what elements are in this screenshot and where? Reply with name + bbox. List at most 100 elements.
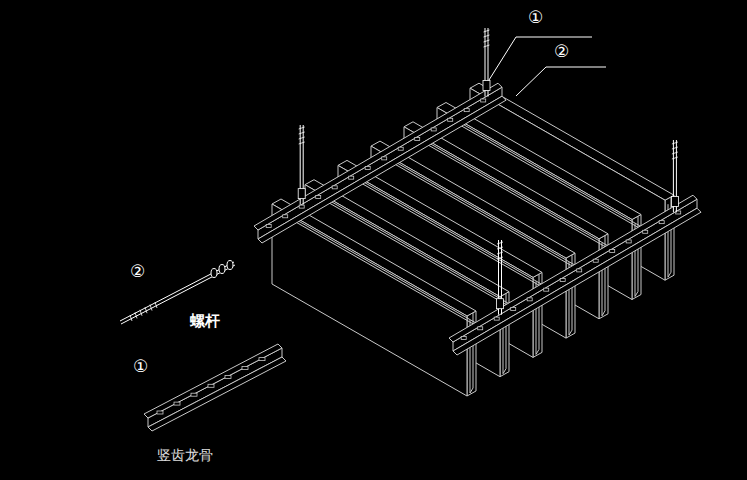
carrier-slot xyxy=(332,186,337,189)
carrier-slot xyxy=(511,307,516,310)
carrier-slot xyxy=(242,367,248,370)
carrier-lip xyxy=(258,96,506,243)
carrier-slot xyxy=(464,109,469,112)
hanger-thread xyxy=(484,30,490,32)
carrier-web xyxy=(258,87,502,239)
thread-mark xyxy=(135,312,137,318)
carrier-slot xyxy=(299,205,304,208)
hanger-thread xyxy=(497,242,503,244)
hanger-thread xyxy=(672,147,678,149)
carrier-slot xyxy=(610,250,615,253)
part-name: 螺杆 xyxy=(190,313,220,330)
screw-rod xyxy=(289,215,484,327)
carrier-web xyxy=(453,199,697,351)
carrier-flange xyxy=(254,83,502,230)
blade-channel-line xyxy=(668,272,671,277)
hanger-clip xyxy=(298,189,305,199)
leader-line xyxy=(546,67,606,68)
carrier-slot xyxy=(659,221,664,224)
blade-channel-line xyxy=(470,388,473,393)
blade-channel-line xyxy=(635,292,638,297)
hanger-rod xyxy=(483,28,490,97)
screw-rod xyxy=(388,157,583,269)
hanger-thread xyxy=(484,35,490,37)
carrier-slot xyxy=(157,411,163,414)
hanger-thread xyxy=(484,40,490,42)
carrier-flange xyxy=(449,195,697,342)
screw-rod xyxy=(322,196,517,308)
carrier-slot xyxy=(643,230,648,233)
carrier-slot xyxy=(494,317,499,320)
thread-mark xyxy=(140,310,142,316)
carrier-slot xyxy=(316,195,321,198)
carrier-slot xyxy=(461,336,466,339)
carrier-lip xyxy=(453,208,701,355)
hanger-thread xyxy=(497,257,503,259)
blade-face xyxy=(272,204,467,396)
hanger-rod xyxy=(671,140,678,212)
screw-rod xyxy=(421,141,616,253)
screw-rod xyxy=(454,121,649,233)
hanger-clip xyxy=(483,81,490,91)
carrier-slot xyxy=(431,128,436,131)
carrier-slot xyxy=(560,279,565,282)
carrier-detail-web xyxy=(148,348,282,427)
hanger-thread xyxy=(484,45,490,47)
carrier-slot xyxy=(349,176,354,179)
callout-number: ② xyxy=(130,262,145,281)
thread-mark xyxy=(145,307,147,313)
carrier-slot xyxy=(283,215,288,218)
hanger-thread xyxy=(497,247,503,249)
hanger-thread xyxy=(672,152,678,154)
leader-line xyxy=(489,37,516,80)
hanger-thread xyxy=(672,142,678,144)
carrier-slot xyxy=(365,167,370,170)
nut-symbol xyxy=(211,269,217,278)
nut-symbol xyxy=(219,265,225,274)
hanger-clip xyxy=(671,196,678,206)
screw-rod xyxy=(421,138,616,250)
carrier-slot xyxy=(382,157,387,160)
carrier-slot xyxy=(527,298,532,301)
carrier-slot xyxy=(225,375,231,378)
carrier-slot xyxy=(577,269,582,272)
screw-rod xyxy=(388,160,583,272)
tooth-carrier-detail xyxy=(144,344,286,431)
screw-rod xyxy=(289,218,484,330)
screw-rod xyxy=(454,119,649,231)
carrier-detail-lip xyxy=(148,357,286,431)
blade-channel-line xyxy=(569,330,572,335)
carrier-slot xyxy=(191,393,197,396)
carrier-slot xyxy=(208,384,214,387)
carrier-slot xyxy=(174,402,180,405)
carrier-slot xyxy=(448,118,453,121)
hanger-thread xyxy=(299,132,305,134)
carrier-slot xyxy=(398,147,403,150)
hanger-thread xyxy=(672,157,678,159)
leader-lines xyxy=(489,37,606,96)
hanger-thread xyxy=(299,142,305,144)
carrier-slot xyxy=(415,138,420,141)
carrier-slot xyxy=(259,358,265,361)
thread-mark xyxy=(130,315,132,321)
hanger-clip xyxy=(497,299,504,309)
hanger-rod xyxy=(298,125,305,205)
nut-symbol xyxy=(227,261,233,270)
carrier-slot xyxy=(266,224,271,227)
blade-channel-line xyxy=(503,369,506,374)
callout-number: ① xyxy=(133,357,148,376)
carrier-slot xyxy=(478,327,483,330)
carrier-detail-flange xyxy=(144,344,282,418)
thread-mark xyxy=(155,302,157,308)
leader-line xyxy=(516,67,546,96)
carrier-slot xyxy=(626,240,631,243)
hanger-thread xyxy=(299,127,305,129)
blade-channel-line xyxy=(536,349,539,354)
hanger-thread xyxy=(497,252,503,254)
carrier-slot xyxy=(544,288,549,291)
carrier-slot xyxy=(593,259,598,262)
tooth-carrier xyxy=(254,83,506,243)
